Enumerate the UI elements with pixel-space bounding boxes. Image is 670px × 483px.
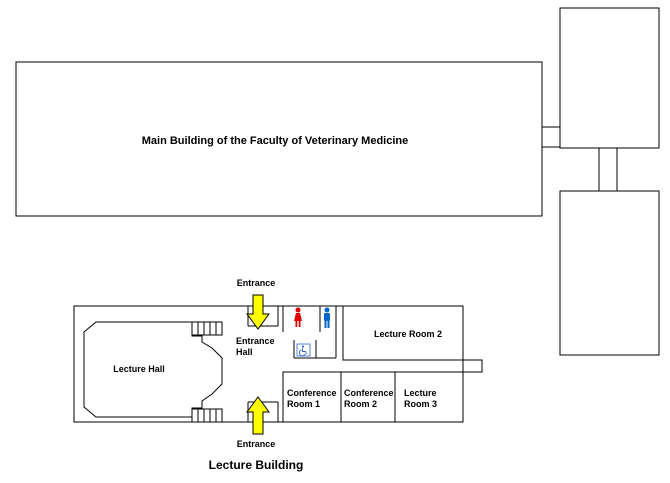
annex-buildings (541, 7, 660, 356)
lecture-hall-label: Lecture Hall (113, 364, 165, 374)
main-building: Main Building of the Faculty of Veterina… (15, 61, 543, 217)
annex-building-lower (559, 190, 660, 356)
lecture-room-2: Lecture Room 2 (342, 306, 463, 361)
entrance-label-top: Entrance (237, 278, 276, 288)
entrance-label-bottom: Entrance (237, 439, 276, 449)
conference-room-1-label-line2: Room 1 (287, 399, 320, 409)
lecture-building: Lecture Hall Lecture Room 2 (73, 278, 483, 472)
lecture-hall-outline (83, 321, 223, 418)
conference-room-1-label-line1: Conference (287, 388, 337, 398)
entrance-arrow-bottom-icon (246, 396, 270, 435)
connector-corridor-vertical (598, 147, 618, 192)
entrance-hall-label-line1: Entrance (236, 336, 275, 346)
lecture-room-3: Lecture Room 3 (404, 388, 437, 409)
connector-corridor (541, 126, 562, 148)
main-building-outline (15, 61, 543, 217)
side-exit-corridor (462, 359, 483, 373)
lecture-room-2-label: Lecture Room 2 (374, 329, 442, 339)
lower-rooms: Conference Room 1 Conference Room 2 Lect… (282, 371, 463, 422)
conference-room-2-label-line2: Room 2 (344, 399, 377, 409)
entrance-arrow-top-icon (246, 294, 270, 330)
lecture-building-caption: Lecture Building (209, 458, 304, 472)
restroom-walls (282, 306, 337, 359)
lecture-room-3-label-line2: Room 3 (404, 399, 437, 409)
stairs-bottom (191, 408, 223, 423)
lecture-room-3-label-line1: Lecture (404, 388, 437, 398)
male-restroom-icon (324, 307, 330, 328)
conference-room-2: Conference Room 2 (344, 388, 394, 409)
lecture-hall: Lecture Hall (83, 321, 223, 423)
conference-room-2-label-line1: Conference (344, 388, 394, 398)
entrance-hall-label-line2: Hall (236, 347, 253, 357)
stairs-top (191, 321, 223, 336)
wheelchair-icon (296, 343, 311, 357)
female-restroom-icon (294, 307, 302, 327)
conference-room-1: Conference Room 1 (287, 388, 337, 409)
annex-building-upper (559, 7, 660, 149)
main-building-label: Main Building of the Faculty of Veterina… (142, 135, 408, 147)
